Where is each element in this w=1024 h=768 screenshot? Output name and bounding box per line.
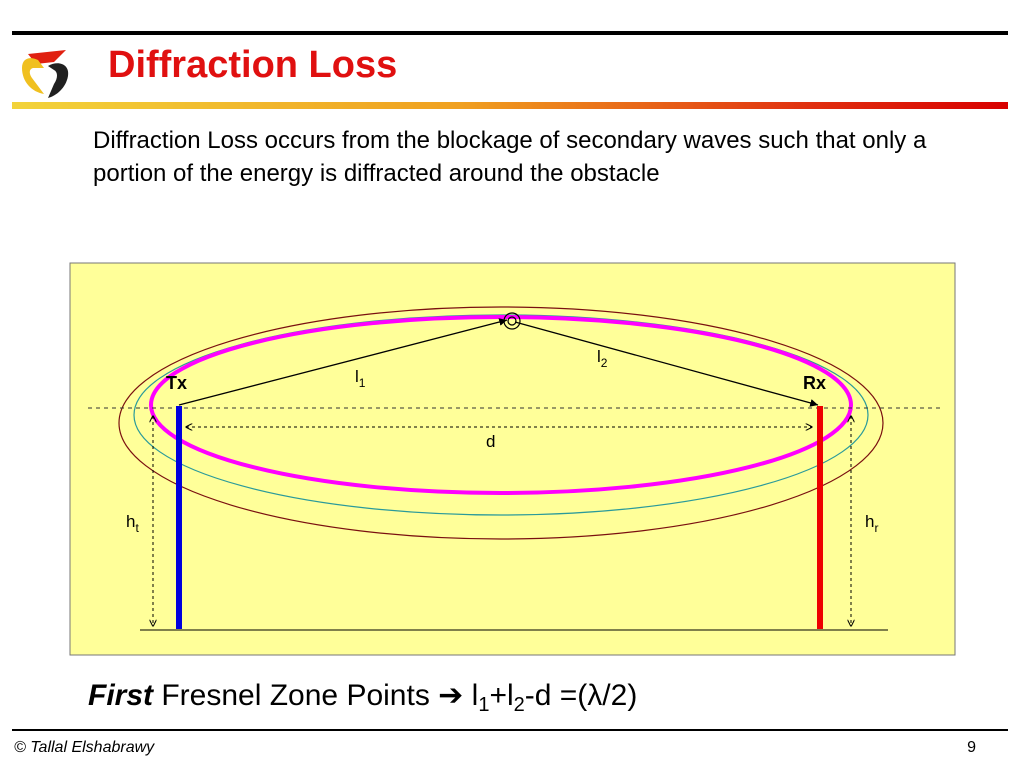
ht-label-sub: t bbox=[135, 521, 139, 535]
university-logo-icon bbox=[22, 50, 69, 98]
slide-description: Diffraction Loss occurs from the blockag… bbox=[93, 127, 927, 187]
formula-text: Fresnel Zone Points bbox=[161, 679, 430, 712]
zone-point-inner bbox=[507, 316, 517, 326]
formula-l1-sub: 1 bbox=[478, 694, 490, 716]
d-label: d bbox=[486, 432, 495, 451]
fresnel-formula: First Fresnel Zone Points ➔ l1+l2-d =(λ/… bbox=[88, 678, 637, 717]
l1-label-base: l bbox=[355, 367, 359, 386]
formula-l2-sub: 2 bbox=[513, 694, 525, 716]
top-rule bbox=[12, 31, 1008, 35]
hr-label-sub: r bbox=[874, 521, 878, 535]
third-fresnel-zone bbox=[118, 306, 884, 540]
ht-label-base: h bbox=[126, 512, 135, 531]
title-underline bbox=[12, 102, 1008, 109]
l1-path bbox=[178, 318, 508, 406]
footer-copyright: © Tallal Elshabrawy bbox=[14, 739, 155, 756]
page-number: 9 bbox=[967, 739, 976, 756]
formula-l1: l bbox=[471, 679, 479, 712]
formula-first: First bbox=[88, 679, 154, 712]
hr-label-base: h bbox=[865, 512, 874, 531]
l2-label-base: l bbox=[597, 347, 601, 366]
hr-label: hr bbox=[865, 512, 878, 535]
ht-label: ht bbox=[126, 512, 139, 535]
slide-title: Diffraction Loss bbox=[108, 44, 398, 86]
l1-label: l1 bbox=[355, 367, 366, 390]
arrow-right-icon: ➔ bbox=[438, 679, 464, 712]
l2-label: l2 bbox=[597, 347, 608, 370]
formula-plus: + bbox=[489, 679, 507, 712]
formula-rest: -d =(λ/2) bbox=[524, 679, 638, 712]
footer-rule bbox=[12, 729, 1008, 731]
tx-label: Tx bbox=[166, 373, 187, 393]
first-fresnel-zone bbox=[149, 315, 853, 495]
zone-point-outer bbox=[503, 312, 521, 330]
l2-label-sub: 2 bbox=[601, 356, 608, 370]
rx-label: Rx bbox=[803, 373, 826, 393]
diagram-panel bbox=[69, 262, 956, 656]
l1-label-sub: 1 bbox=[359, 376, 366, 390]
l2-path bbox=[514, 321, 819, 407]
formula-l2: l bbox=[506, 679, 514, 712]
